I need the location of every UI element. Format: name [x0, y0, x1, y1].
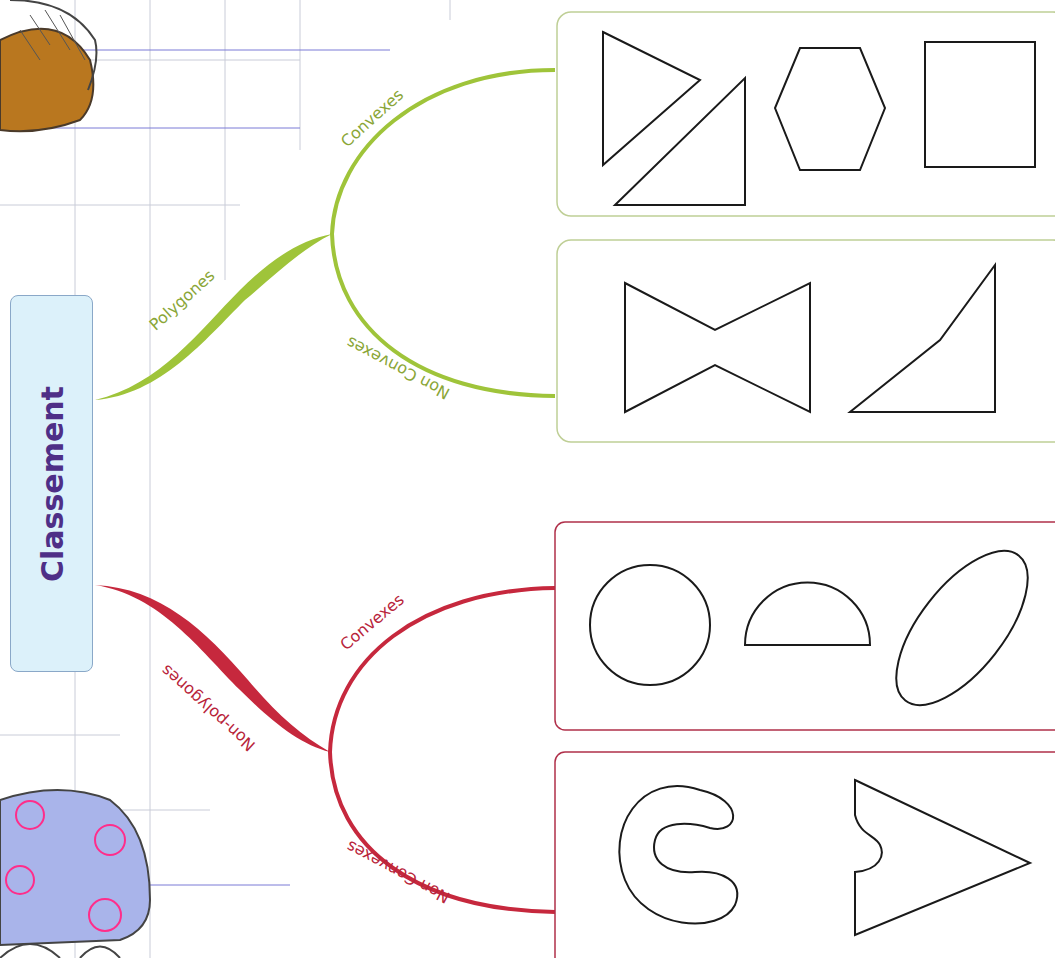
mushroom-drawing	[0, 790, 150, 958]
mushroom-drawing	[0, 0, 96, 131]
branch-curve	[95, 585, 555, 912]
branch-label: Convexes	[336, 590, 407, 654]
paper-grid	[0, 0, 450, 958]
geometric-shapes	[590, 32, 1052, 935]
shape-panel	[555, 12, 1055, 958]
branch-label: Polygones	[146, 266, 219, 334]
branch-label: Non Convexes	[343, 837, 453, 907]
title-box: Classement	[10, 295, 93, 672]
branch-label: Non Convexes	[343, 333, 453, 403]
title-text: Classement	[34, 386, 69, 582]
branch-curve	[95, 70, 555, 400]
